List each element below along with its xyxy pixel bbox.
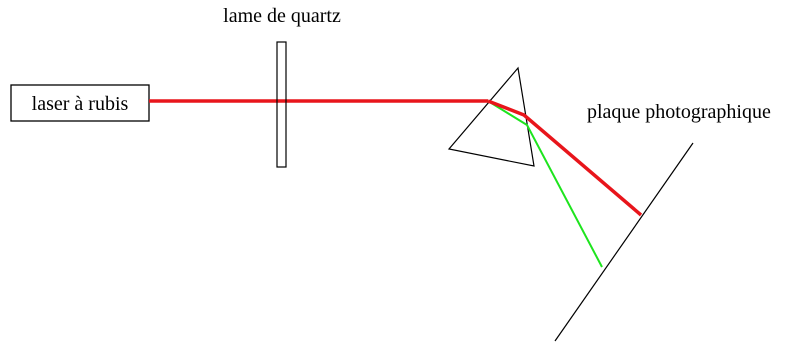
photographic-plate-label: plaque photographique: [587, 101, 771, 123]
green-beam: [487, 100, 603, 268]
laser-label: laser à rubis: [32, 93, 129, 115]
quartz-plate-label: lame de quartz: [223, 5, 341, 27]
quartz-plate: [276, 41, 287, 168]
laser-box: [10, 84, 150, 122]
laser-beam-refracted: [487, 99, 643, 217]
prism: [447, 66, 535, 167]
photographic-plate: [554, 142, 694, 342]
